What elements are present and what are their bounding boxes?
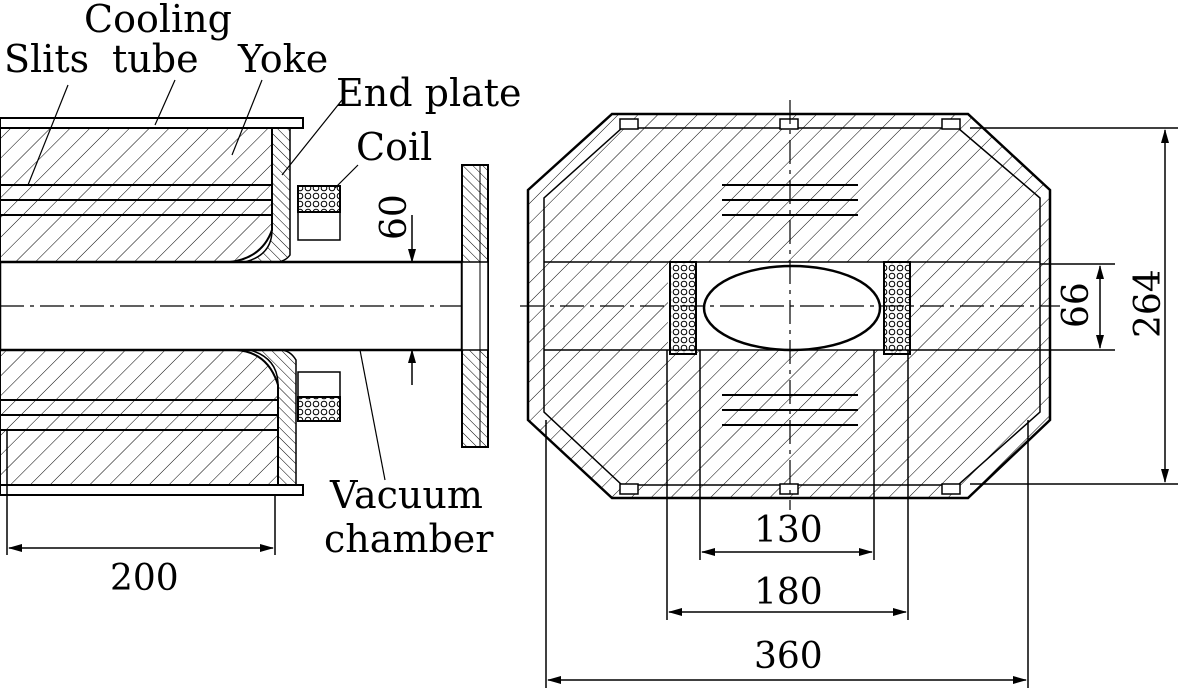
dim-180: 180: [754, 572, 823, 613]
label-cooling-tube-2: tube: [112, 37, 199, 81]
dim-360: 360: [754, 636, 823, 677]
label-coil: Coil: [356, 125, 432, 169]
vacuum-chamber-section: [702, 264, 882, 352]
side-section: [0, 79, 489, 555]
label-cooling-tube-1: Cooling: [84, 0, 232, 41]
coil-top: [297, 185, 341, 213]
end-section: [520, 100, 1178, 688]
dim-200: 200: [110, 558, 179, 599]
coil-left: [669, 261, 697, 355]
label-yoke: Yoke: [237, 37, 328, 81]
dim-66: 66: [1056, 282, 1097, 328]
dim-264: 264: [1128, 269, 1169, 338]
dim-60: 60: [374, 194, 415, 240]
coil-bottom: [297, 396, 341, 422]
yoke-top: [0, 127, 273, 263]
coil-right: [883, 261, 911, 355]
cooling-tube-bottom: [0, 484, 304, 496]
cooling-tube-top: [0, 117, 304, 129]
label-vacuum-1: Vacuum: [329, 473, 483, 517]
label-slits: Slits: [4, 37, 89, 81]
label-vacuum-2: chamber: [324, 517, 494, 561]
yoke-bottom: [0, 349, 279, 486]
dim-130: 130: [754, 510, 823, 551]
label-end-plate: End plate: [336, 71, 522, 115]
